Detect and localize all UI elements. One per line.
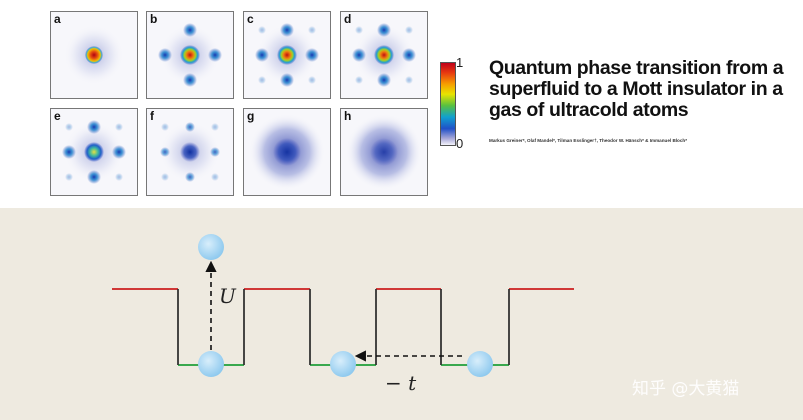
panel-e: e <box>50 108 138 196</box>
panel-label: d <box>344 12 352 26</box>
panel-a: a <box>50 11 138 99</box>
periodic-potential <box>112 288 574 366</box>
panel-label: h <box>344 109 352 123</box>
panel-label: a <box>54 12 61 26</box>
panel-label: f <box>150 109 154 123</box>
panel-g: g <box>243 108 331 196</box>
panel-b: b <box>146 11 234 99</box>
colorbar-min-label: 0 <box>456 136 464 151</box>
panel-c: c <box>243 11 331 99</box>
atom-excited <box>198 234 224 260</box>
paper-authors: Markus Greiner*, Olaf Mandel*, Tilman Es… <box>489 138 688 143</box>
atom-site-2 <box>330 351 356 377</box>
colorbar-max-label: 1 <box>456 55 464 70</box>
paper-title: Quantum phase transition from a superflu… <box>489 57 784 121</box>
panel-h: h <box>340 108 428 196</box>
colorbar <box>440 62 456 146</box>
panel-label: c <box>247 12 254 26</box>
panel-label: b <box>150 12 158 26</box>
panel-label: e <box>54 109 61 123</box>
atom-site-1 <box>198 351 224 377</box>
interaction-label-u: U <box>219 284 237 308</box>
zhihu-watermark: 知乎 @大黄猫 <box>632 379 740 399</box>
lattice-potential-svg: U − t <box>112 234 574 395</box>
panel-d: d <box>340 11 428 99</box>
tunneling-label-t: − t <box>385 371 417 395</box>
atom-site-3 <box>467 351 493 377</box>
panel-label: g <box>247 109 255 123</box>
panel-f: f <box>146 108 234 196</box>
paper-header-figure: a b c d e f g h 1 0 Quantum phase transition fr… <box>0 0 803 205</box>
bose-hubbard-lattice-diagram: U − t 知乎 @大黄猫 <box>0 208 803 420</box>
